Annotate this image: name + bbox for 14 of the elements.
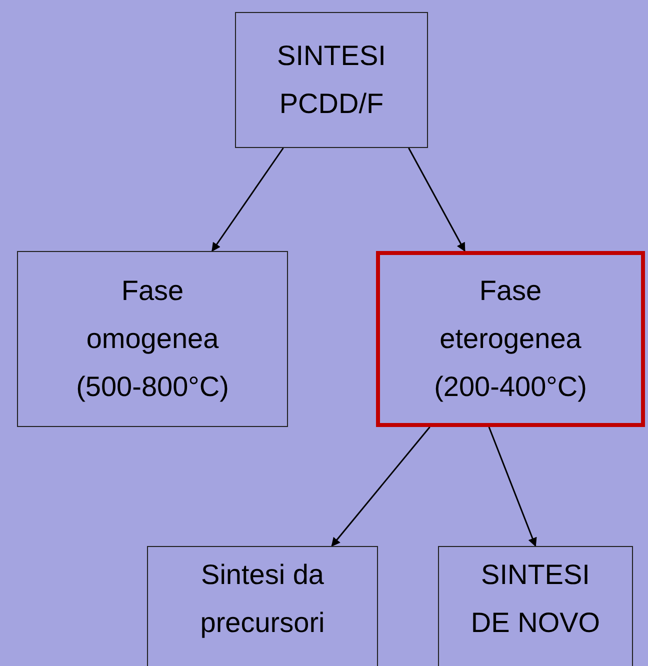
box-label: Fase eterogenea (200-400°C) [433,274,588,404]
arrow [488,426,537,547]
process-box [17,251,288,427]
arrow [212,148,284,252]
box-label: SINTESI DE NOVO [470,558,602,640]
box-label: Sintesi da precursori [199,558,326,640]
process-box [438,546,633,666]
process-box [235,12,428,148]
process-box [376,251,645,427]
arrow [331,426,430,547]
arrow [408,148,466,252]
box-label: SINTESI PCDD/F [276,39,387,121]
box-label: Fase omogenea (500-800°C) [75,274,230,404]
process-box [147,546,378,666]
